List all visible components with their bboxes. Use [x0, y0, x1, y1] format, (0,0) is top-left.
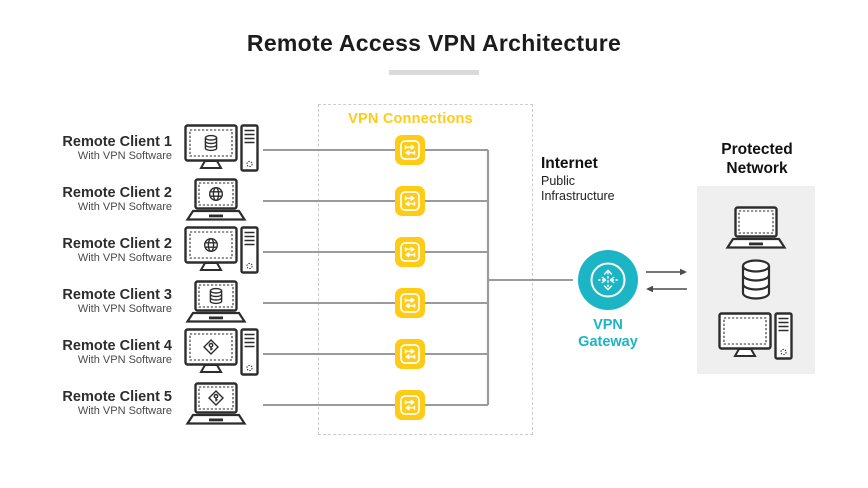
transfer-icon [395, 237, 425, 267]
client-name: Remote Client 1 [62, 134, 172, 150]
laptop-icon [724, 206, 788, 252]
desktop-computer-icon [184, 328, 260, 380]
vpn-connections-title: VPN Connections [348, 111, 473, 127]
vpn-connections-box [318, 104, 533, 435]
client-name: Remote Client 4 [62, 338, 172, 354]
transfer-icon [395, 390, 425, 420]
vpn-connection-node [395, 288, 425, 318]
title-underline [389, 70, 479, 75]
laptop-icon [184, 382, 248, 428]
vpn-connection-node [395, 237, 425, 267]
protected-network-box [697, 186, 815, 374]
vpn-connection-node [395, 135, 425, 165]
desktop-computer-icon [184, 124, 260, 176]
client-subtitle: With VPN Software [77, 252, 172, 264]
internet-title: Internet [541, 155, 598, 172]
database-icon [738, 258, 774, 302]
protected-network-title-line2: Network [726, 160, 788, 177]
transfer-icon [395, 288, 425, 318]
laptop-icon [184, 280, 248, 326]
internet-label-block: Internet Public Infrastructure [541, 154, 615, 204]
client-subtitle: With VPN Software [77, 405, 172, 417]
protected-network-title-line1: Protected [721, 141, 793, 158]
client-subtitle: With VPN Software [77, 354, 172, 366]
transfer-icon [395, 135, 425, 165]
desktop-computer-icon [718, 312, 794, 364]
client-subtitle: With VPN Software [77, 303, 172, 315]
gateway-network-arrows-icon [646, 268, 687, 293]
laptop-icon [184, 178, 248, 224]
internet-subtitle-line2: Infrastructure [541, 189, 615, 203]
vpn-connection-node [395, 339, 425, 369]
vpn-gateway-label-line1: VPN [593, 317, 623, 333]
protected-network-title: Protected Network [695, 140, 819, 178]
transfer-icon [395, 186, 425, 216]
client-subtitle: With VPN Software [77, 150, 172, 162]
page-title: Remote Access VPN Architecture [246, 30, 622, 56]
transfer-icon [395, 339, 425, 369]
vpn-connection-node [395, 390, 425, 420]
client-name: Remote Client 2 [62, 185, 172, 201]
vpn-connection-node [395, 186, 425, 216]
client-name: Remote Client 5 [62, 389, 172, 405]
vpn-gateway-label: VPN Gateway [566, 317, 650, 351]
router-icon [586, 258, 630, 302]
desktop-computer-icon [184, 226, 260, 278]
client-subtitle: With VPN Software [77, 201, 172, 213]
client-name: Remote Client 2 [62, 236, 172, 252]
client-name: Remote Client 3 [62, 287, 172, 303]
vpn-gateway-label-line2: Gateway [578, 334, 638, 350]
vpn-gateway-node [578, 250, 638, 310]
internet-subtitle-line1: Public [541, 174, 576, 188]
